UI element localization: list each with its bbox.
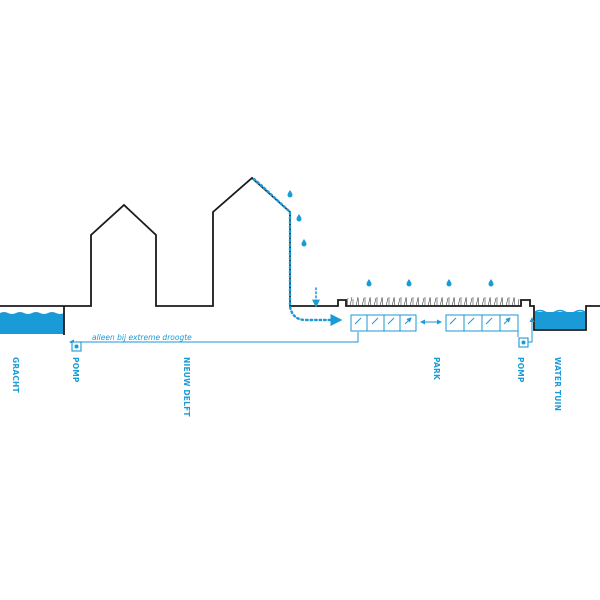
park-rain-drops xyxy=(366,279,494,287)
storage-crates-right xyxy=(445,315,519,332)
pump-left-icon xyxy=(71,341,82,352)
park-grass xyxy=(346,296,520,307)
gracht-water xyxy=(0,312,64,334)
drought-note: alleen bij extreme droogte xyxy=(92,333,192,342)
storage-crates-left xyxy=(350,315,417,332)
pump-right-icon xyxy=(518,337,529,348)
label-pomp-left: POMP xyxy=(71,357,80,383)
label-gracht: GRACHT xyxy=(11,357,20,394)
label-nieuw-delft: NIEUW DELFT xyxy=(182,357,191,417)
water-tuin-return-pipe xyxy=(517,318,532,343)
roof-runoff-dotted-path xyxy=(252,177,343,326)
drought-supply-pipe xyxy=(69,332,359,345)
label-park: PARK xyxy=(432,357,441,381)
label-pomp-right: POMP xyxy=(516,357,525,383)
water-tuin-water xyxy=(534,309,586,329)
ground-and-buildings-outline xyxy=(0,176,600,335)
label-water-tuin: WATER TUIN xyxy=(553,357,562,411)
